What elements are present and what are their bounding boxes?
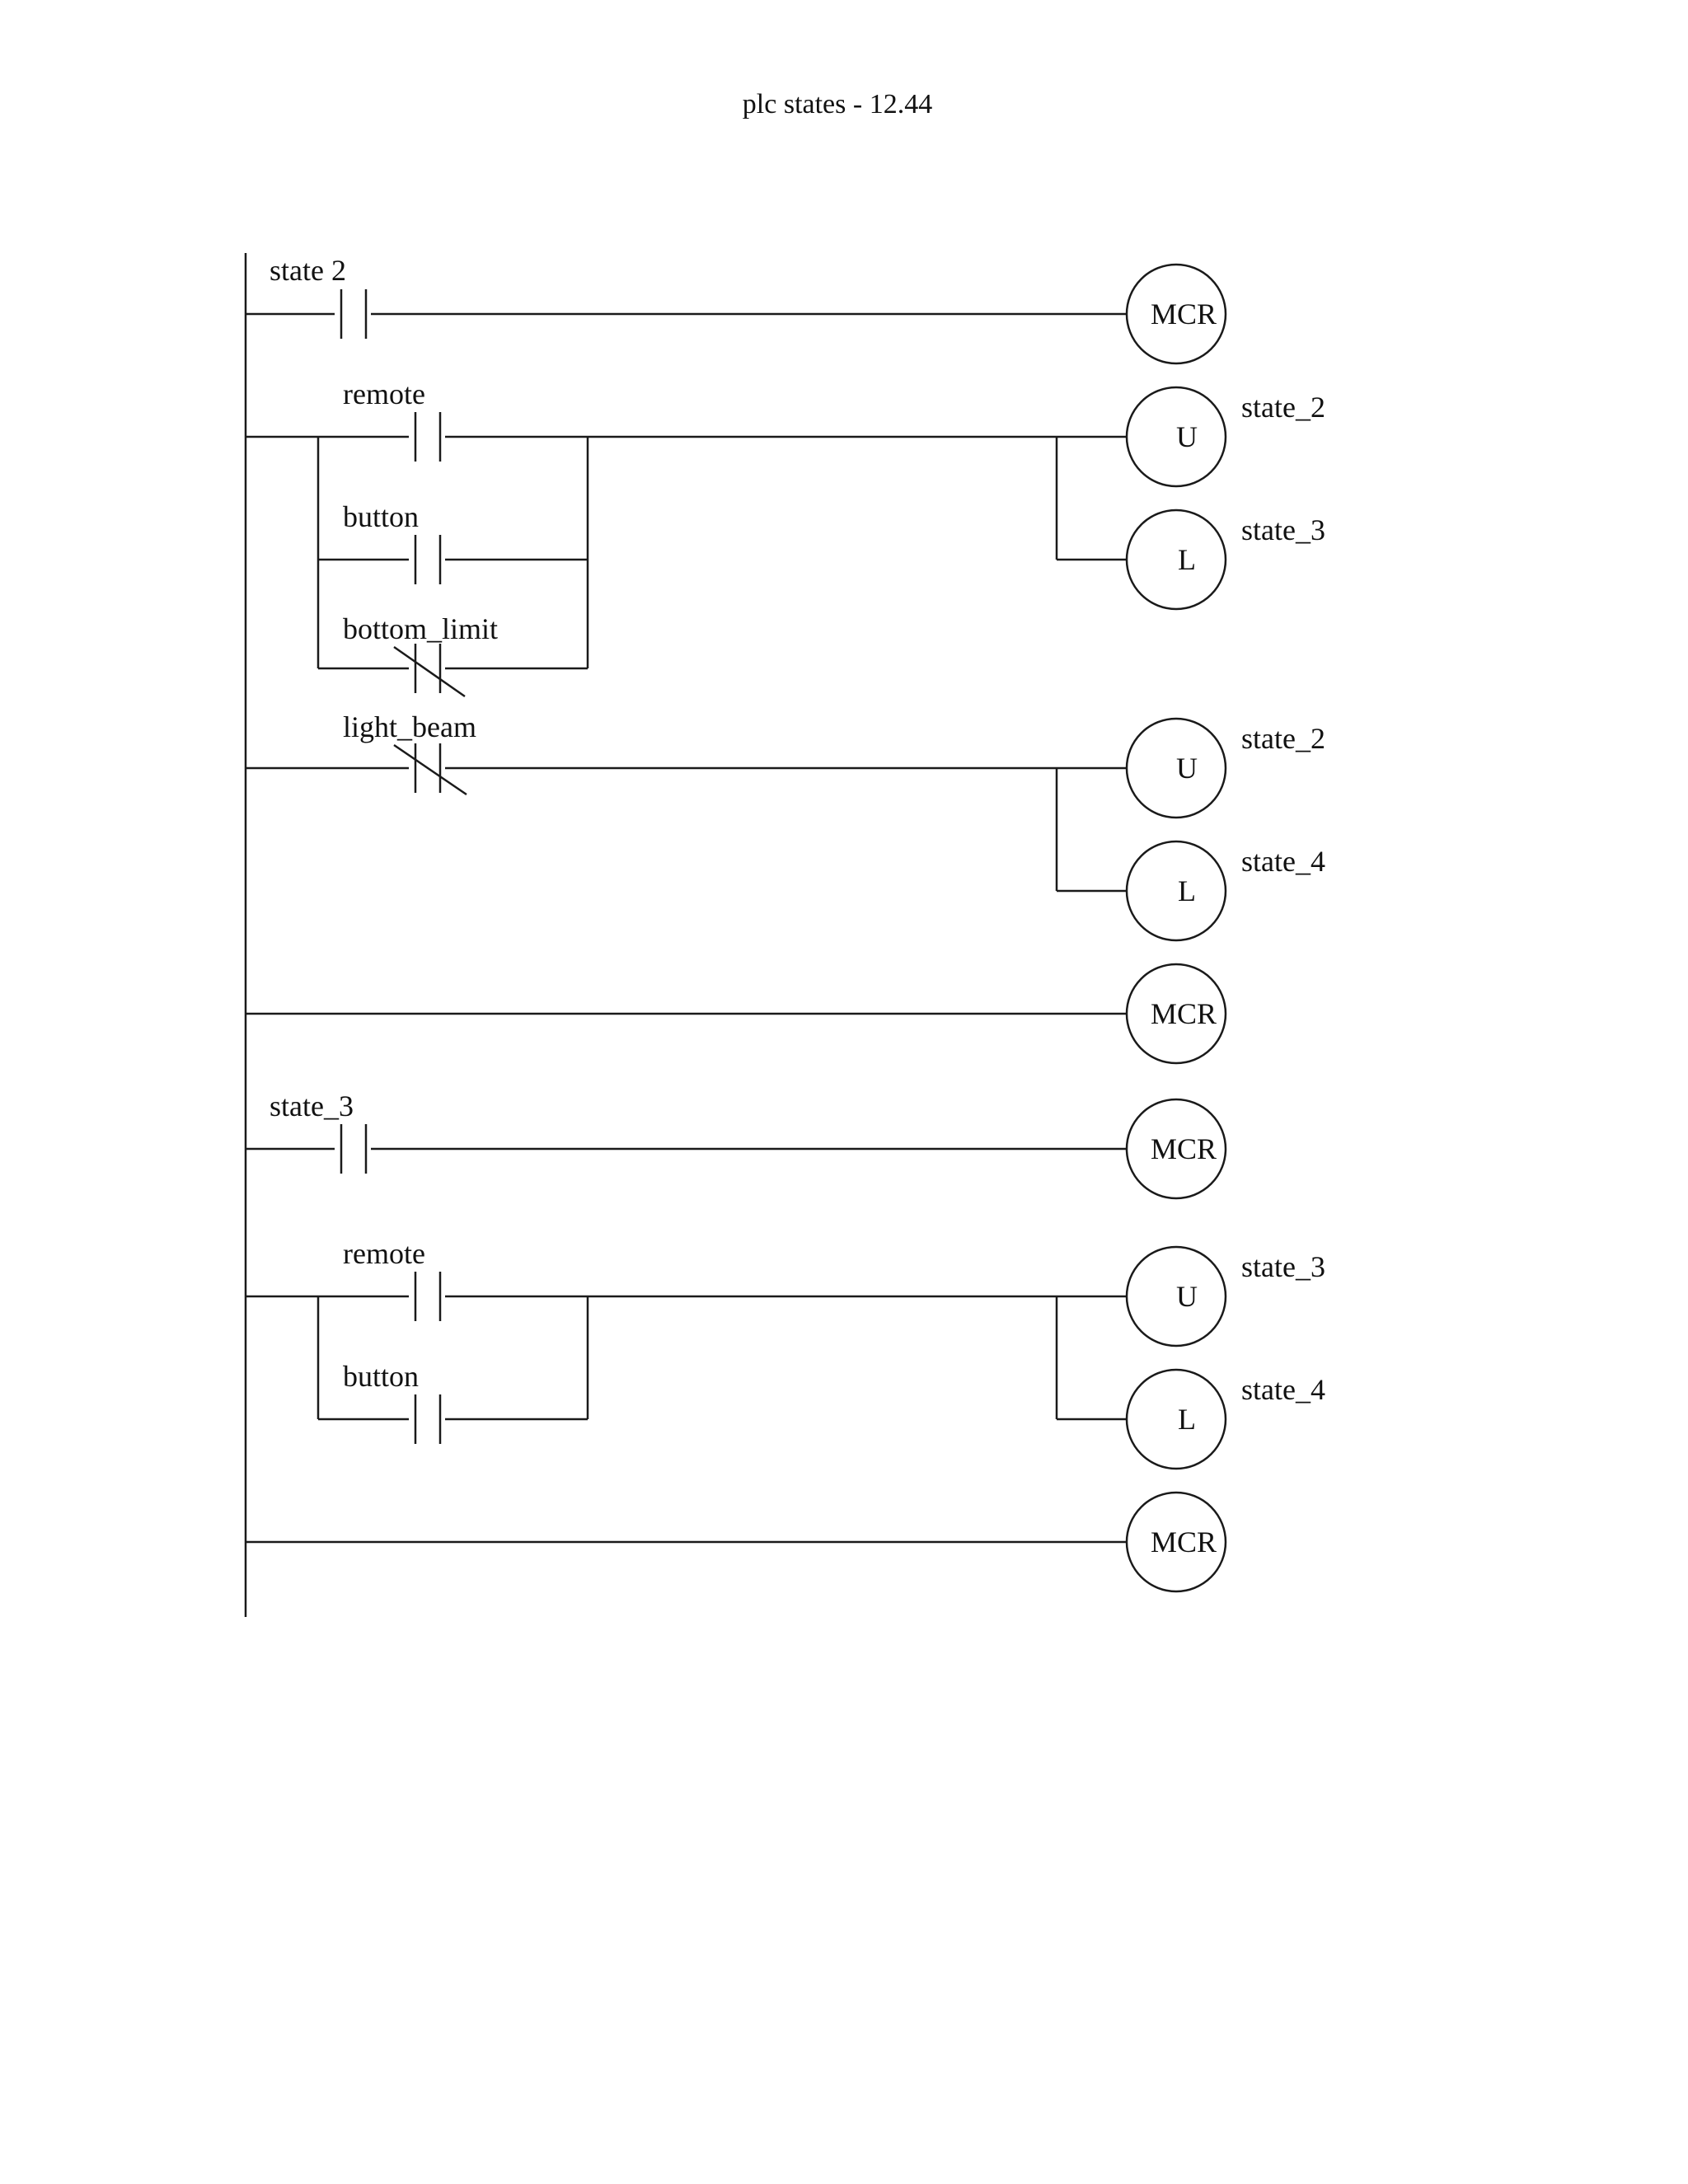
mcr-coil: MCR bbox=[1125, 1098, 1227, 1200]
coil-tag: state_4 bbox=[1241, 1373, 1325, 1406]
unlatch-coil: U bbox=[1125, 717, 1227, 819]
unlatch-coil: U bbox=[1125, 1245, 1227, 1347]
coil-instruction: U bbox=[1176, 420, 1198, 453]
coil-instruction: U bbox=[1176, 752, 1198, 785]
rung-4: MCR bbox=[246, 963, 1227, 1065]
rung-1: state 2 MCR bbox=[246, 254, 1227, 365]
contact-label: remote bbox=[343, 1237, 425, 1270]
latch-coil: L bbox=[1125, 509, 1227, 611]
unlatch-coil: U bbox=[1125, 386, 1227, 488]
rung-5: state_3 MCR bbox=[246, 1090, 1227, 1200]
coil-tag: state_3 bbox=[1241, 513, 1325, 546]
contact-label: button bbox=[343, 1360, 419, 1393]
mcr-coil: MCR bbox=[1125, 1491, 1227, 1593]
coil-instruction: MCR bbox=[1151, 997, 1217, 1030]
coil-instruction: L bbox=[1178, 543, 1196, 576]
coil-tag: state_4 bbox=[1241, 845, 1325, 878]
coil-instruction: L bbox=[1178, 874, 1196, 907]
coil-instruction: MCR bbox=[1151, 1132, 1217, 1165]
rung-6: remote button U state_3 L state_4 bbox=[246, 1237, 1325, 1470]
no-contact bbox=[409, 1394, 445, 1444]
contact-label: remote bbox=[343, 377, 425, 410]
contact-label: light_beam bbox=[343, 710, 476, 743]
coil-tag: state_3 bbox=[1241, 1250, 1325, 1283]
no-contact bbox=[335, 1124, 371, 1174]
page-title: plc states - 12.44 bbox=[742, 89, 933, 120]
contact-label: state 2 bbox=[270, 254, 346, 287]
rung-2: remote button bottom_limit U state_2 L s… bbox=[246, 377, 1325, 698]
nc-contact bbox=[393, 644, 466, 698]
coil-instruction: U bbox=[1176, 1280, 1198, 1313]
rung-7: MCR bbox=[246, 1491, 1227, 1593]
coil-instruction: MCR bbox=[1151, 298, 1217, 330]
contact-label: button bbox=[343, 500, 419, 533]
mcr-coil: MCR bbox=[1125, 263, 1227, 365]
latch-coil: L bbox=[1125, 840, 1227, 942]
contact-label: state_3 bbox=[270, 1090, 354, 1122]
mcr-coil: MCR bbox=[1125, 963, 1227, 1065]
coil-instruction: L bbox=[1178, 1403, 1196, 1436]
rung-3: light_beam U state_2 L state_4 bbox=[246, 710, 1325, 942]
contact-label: bottom_limit bbox=[343, 612, 498, 645]
coil-tag: state_2 bbox=[1241, 722, 1325, 755]
no-contact bbox=[409, 412, 445, 462]
coil-instruction: MCR bbox=[1151, 1526, 1217, 1558]
coil-tag: state_2 bbox=[1241, 391, 1325, 424]
no-contact bbox=[335, 289, 371, 339]
no-contact bbox=[409, 535, 445, 584]
no-contact bbox=[409, 1272, 445, 1321]
latch-coil: L bbox=[1125, 1368, 1227, 1470]
nc-contact bbox=[393, 743, 467, 796]
